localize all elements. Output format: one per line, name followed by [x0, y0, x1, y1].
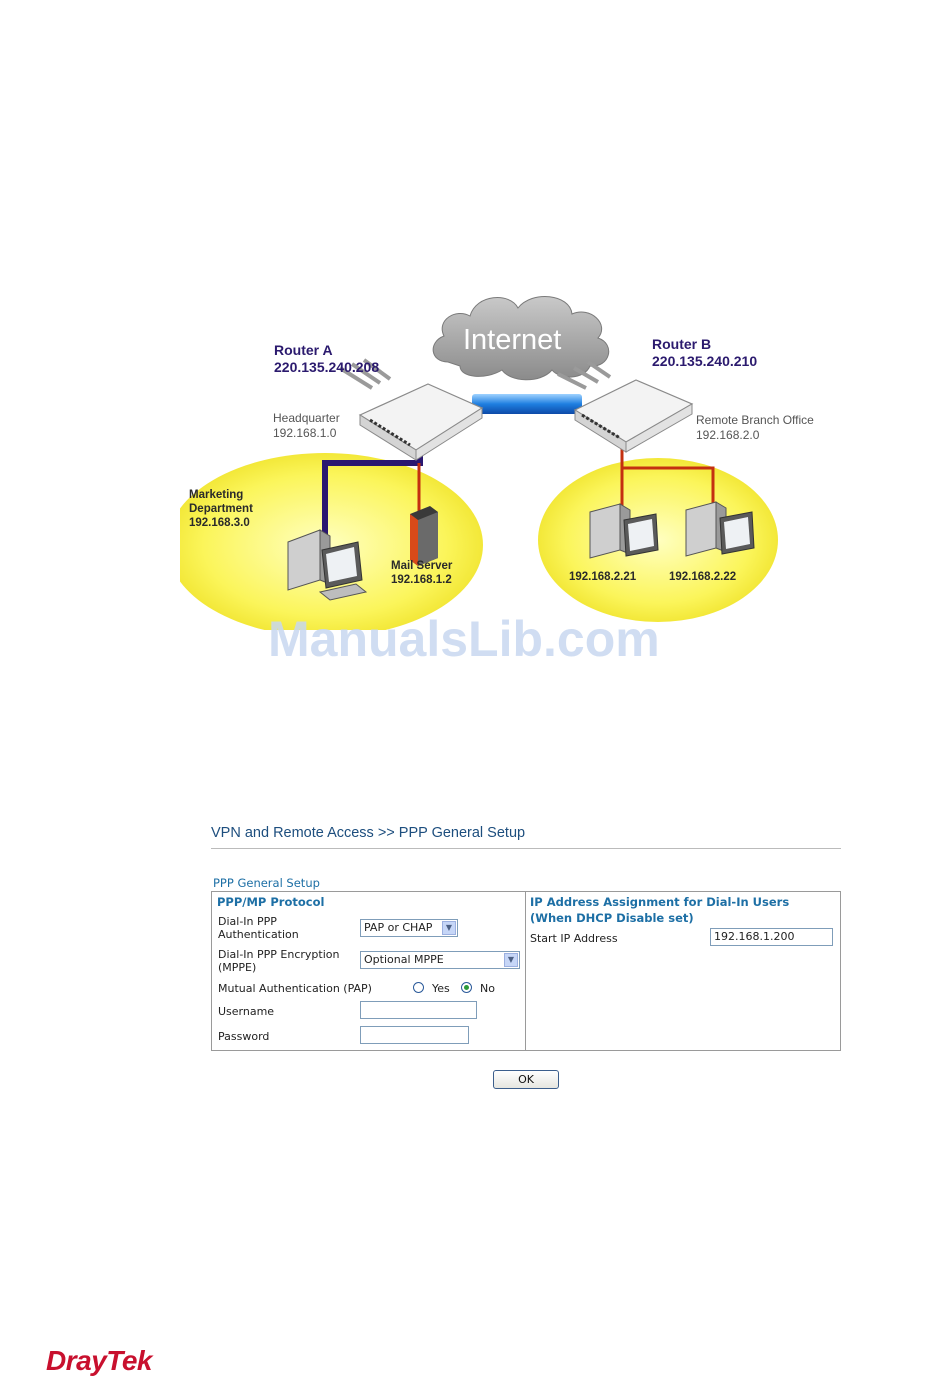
- diagram-graphic: [167, 296, 778, 637]
- password-input[interactable]: [360, 1026, 469, 1044]
- chevron-down-icon[interactable]: ▼: [442, 921, 456, 935]
- watermark: ManualsLib.com: [268, 611, 660, 667]
- router-b-subnet: 192.168.2.0: [696, 428, 760, 442]
- heading-divider: [211, 848, 841, 849]
- ip-assignment-heading-2: (When DHCP Disable set): [530, 911, 694, 925]
- marketing-label-2: Department: [189, 503, 253, 515]
- network-diagram: Internet Router A 220.135.240.208 Headqu…: [167, 280, 860, 637]
- router-a-site: Headquarter: [273, 411, 340, 425]
- mutual-auth-no-radio[interactable]: [461, 982, 472, 993]
- router-a-ip: 220.135.240.208: [274, 359, 380, 375]
- internet-cloud-icon: [432, 296, 610, 381]
- router-a-subnet: 192.168.1.0: [273, 426, 337, 440]
- chevron-down-icon[interactable]: ▼: [504, 953, 518, 967]
- host-2-ip: 192.168.2.22: [669, 571, 737, 583]
- marketing-label-1: Marketing: [189, 489, 244, 501]
- yes-label: Yes: [432, 982, 450, 995]
- mail-server-ip: 192.168.1.2: [391, 574, 452, 586]
- password-label: Password: [218, 1030, 270, 1043]
- encryption-label: Dial-In PPP Encryption (MPPE): [218, 948, 340, 974]
- page-title: VPN and Remote Access >> PPP General Set…: [211, 825, 526, 841]
- router-b-icon: [557, 360, 694, 453]
- ppp-general-setup-form: VPN and Remote Access >> PPP General Set…: [211, 822, 841, 1051]
- vpn-tunnel: [472, 394, 582, 414]
- mutual-auth-label: Mutual Authentication (PAP): [218, 982, 372, 995]
- router-a-name: Router A: [274, 342, 333, 358]
- router-b-site: Remote Branch Office: [696, 413, 814, 427]
- setup-table: PPP/MP Protocol Dial-In PPP Authenticati…: [211, 891, 841, 1051]
- ppp-mp-heading: PPP/MP Protocol: [217, 895, 325, 909]
- section-title: PPP General Setup: [213, 876, 320, 890]
- auth-select[interactable]: PAP or CHAP ▼: [360, 919, 458, 937]
- mutual-auth-yes-radio[interactable]: [413, 982, 424, 993]
- no-label: No: [480, 982, 495, 995]
- branch-pc-1-icon: [589, 503, 659, 559]
- username-input[interactable]: [360, 1001, 477, 1019]
- start-ip-label: Start IP Address: [530, 932, 618, 945]
- marketing-subnet: 192.168.3.0: [189, 517, 250, 529]
- cloud-label: Internet: [463, 324, 562, 356]
- host-1-ip: 192.168.2.21: [569, 571, 637, 583]
- ppp-mp-protocol-panel: PPP/MP Protocol Dial-In PPP Authenticati…: [212, 892, 526, 1050]
- mail-server-icon: [410, 506, 438, 566]
- draytek-logo: DrayTek: [46, 1345, 152, 1376]
- ip-assignment-heading-1: IP Address Assignment for Dial-In Users: [530, 895, 790, 909]
- router-a-icon: [338, 358, 484, 461]
- router-b-name: Router B: [652, 336, 712, 352]
- start-ip-input[interactable]: 192.168.1.200: [710, 928, 833, 946]
- ip-assignment-panel: IP Address Assignment for Dial-In Users …: [526, 892, 840, 1050]
- encryption-select[interactable]: Optional MPPE ▼: [360, 951, 520, 969]
- router-b-ip: 220.135.240.210: [652, 353, 758, 369]
- mail-server-name: Mail Server: [391, 560, 453, 572]
- ok-button[interactable]: OK: [493, 1070, 559, 1089]
- branch-lan-area: [538, 458, 778, 622]
- branch-pc-2-icon: [685, 501, 755, 557]
- auth-label: Dial-In PPP Authentication: [218, 915, 299, 941]
- username-label: Username: [218, 1005, 275, 1018]
- marketing-pc-icon: [287, 529, 368, 601]
